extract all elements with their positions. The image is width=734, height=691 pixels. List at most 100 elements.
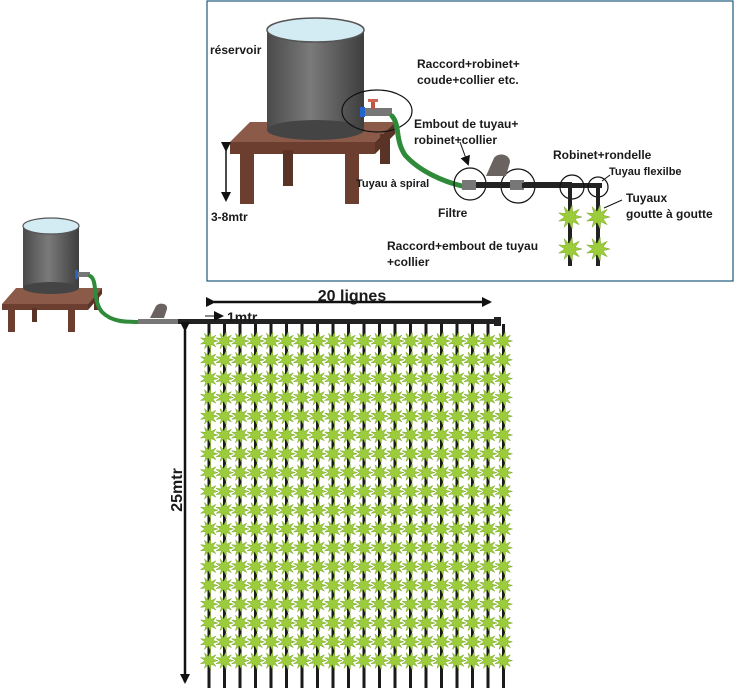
leader-tuyaux	[603, 199, 623, 209]
plant	[246, 575, 266, 596]
label-reservoir: réservoir	[210, 43, 262, 57]
plant	[370, 349, 390, 370]
plant	[447, 613, 467, 633]
plant	[230, 349, 250, 370]
plant	[463, 575, 483, 596]
field-main-pipe	[178, 319, 500, 324]
plant	[385, 425, 405, 445]
plant	[478, 368, 498, 389]
plant	[277, 500, 297, 521]
plant	[432, 443, 452, 464]
plant	[401, 500, 421, 521]
plant	[199, 387, 219, 408]
plant	[463, 462, 483, 483]
plant	[215, 594, 235, 615]
label-rows: 20 lignes	[318, 288, 387, 305]
plant	[215, 387, 235, 408]
plant	[385, 556, 405, 577]
plant	[432, 481, 452, 502]
plant	[308, 631, 328, 652]
plant	[230, 406, 250, 427]
plant	[339, 349, 359, 370]
plant	[339, 500, 359, 521]
plant	[447, 631, 467, 652]
plant	[478, 406, 498, 427]
plant	[277, 650, 297, 671]
plant	[323, 575, 343, 596]
plant	[308, 387, 328, 408]
plant	[292, 387, 312, 408]
plant	[447, 443, 467, 464]
plant	[199, 519, 219, 539]
plant	[354, 331, 374, 351]
plant	[370, 631, 390, 652]
plant	[246, 519, 266, 539]
label-tuyau-flexible: Tuyau flexilbe	[609, 166, 682, 178]
plant	[323, 537, 343, 558]
plant	[323, 613, 343, 633]
plant	[277, 443, 297, 464]
inset-plants	[557, 204, 611, 262]
plant	[323, 425, 343, 445]
plant	[215, 331, 235, 351]
plant	[277, 349, 297, 370]
small-valve	[76, 272, 90, 277]
plant	[308, 500, 328, 521]
plant	[246, 500, 266, 521]
plant	[463, 443, 483, 464]
plant	[478, 519, 498, 539]
plant	[385, 443, 405, 464]
plant	[494, 537, 514, 558]
plant	[401, 594, 421, 615]
plant	[478, 613, 498, 633]
plant	[463, 481, 483, 502]
plant	[416, 349, 436, 370]
plant	[261, 519, 281, 539]
plant	[339, 613, 359, 633]
plant	[385, 368, 405, 389]
plant	[199, 556, 219, 577]
plant	[385, 462, 405, 483]
plant	[463, 387, 483, 408]
plant	[494, 331, 514, 351]
plant	[292, 349, 312, 370]
plant	[478, 462, 498, 483]
plant	[494, 368, 514, 389]
plant	[339, 481, 359, 502]
inset-plant	[585, 236, 611, 262]
plant	[370, 556, 390, 577]
label-raccord-embout-2: +collier	[387, 255, 430, 269]
plant	[230, 443, 250, 464]
plant	[385, 500, 405, 521]
plant	[292, 575, 312, 596]
label-tuyau-spiral: Tuyau à spiral	[356, 178, 429, 190]
plant	[339, 650, 359, 671]
plant	[199, 425, 219, 445]
small-filter	[138, 303, 180, 324]
plant	[447, 594, 467, 615]
plant	[370, 594, 390, 615]
plant	[447, 425, 467, 445]
plant	[370, 575, 390, 596]
plant	[308, 537, 328, 558]
plant	[463, 519, 483, 539]
plant	[432, 537, 452, 558]
plant	[432, 519, 452, 539]
plant	[370, 368, 390, 389]
plant	[385, 387, 405, 408]
plant	[494, 387, 514, 408]
plant	[277, 406, 297, 427]
plant	[199, 349, 219, 370]
plant	[432, 594, 452, 615]
plant	[215, 650, 235, 671]
plant	[246, 368, 266, 389]
plant	[323, 387, 343, 408]
plant	[370, 331, 390, 351]
plant	[261, 368, 281, 389]
plant	[277, 556, 297, 577]
plant	[215, 519, 235, 539]
plant	[292, 331, 312, 351]
plant	[354, 349, 374, 370]
plant	[199, 631, 219, 652]
plant	[478, 387, 498, 408]
